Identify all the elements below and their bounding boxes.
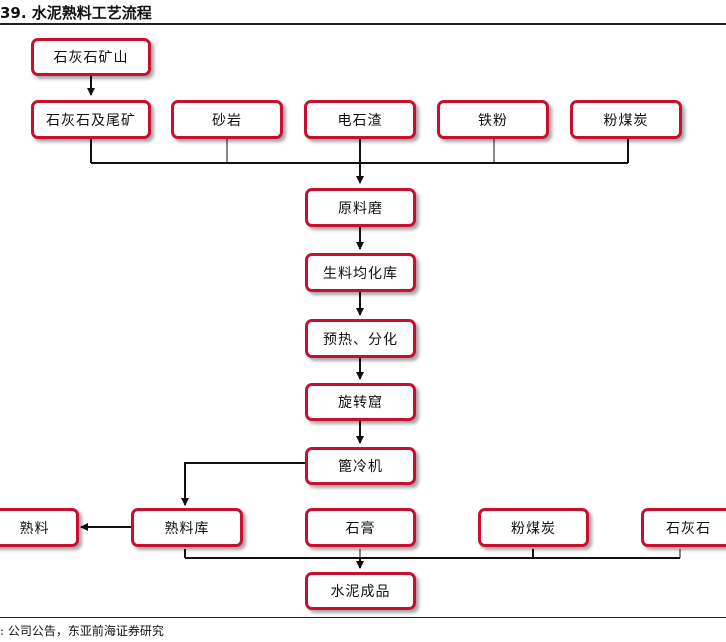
node-preheat-decomposition: 预热、分化 — [305, 319, 416, 358]
source-note: : 公司公告，东亚前海证券研究 — [0, 624, 164, 638]
arrow-cooler-to-store — [181, 462, 305, 506]
node-coal-top: 粉煤炭 — [570, 100, 682, 139]
figure-title: 39. 水泥熟料工艺流程 — [0, 4, 152, 22]
node-iron-powder: 铁粉 — [437, 100, 549, 139]
node-clinker-output: 熟料 — [0, 508, 79, 547]
node-grate-cooler: 篦冷机 — [305, 447, 416, 485]
node-gypsum: 石膏 — [305, 508, 416, 547]
node-limestone-mine: 石灰石矿山 — [31, 38, 151, 76]
node-clinker-store: 熟料库 — [131, 508, 243, 547]
node-coal-bottom: 粉煤炭 — [478, 508, 589, 547]
title-rule — [0, 23, 726, 25]
node-raw-mill: 原料磨 — [305, 188, 416, 227]
node-limestone-tailings: 石灰石及尾矿 — [31, 100, 151, 139]
node-carbide-slag: 电石渣 — [304, 100, 416, 139]
node-raw-homogenizing: 生料均化库 — [305, 253, 416, 292]
node-cement-product: 水泥成品 — [305, 572, 416, 610]
node-rotary-kiln: 旋转窟 — [305, 383, 416, 421]
node-sandstone: 砂岩 — [171, 100, 283, 139]
node-limestone-bottom: 石灰石 — [641, 508, 726, 547]
footer-rule — [0, 617, 726, 618]
